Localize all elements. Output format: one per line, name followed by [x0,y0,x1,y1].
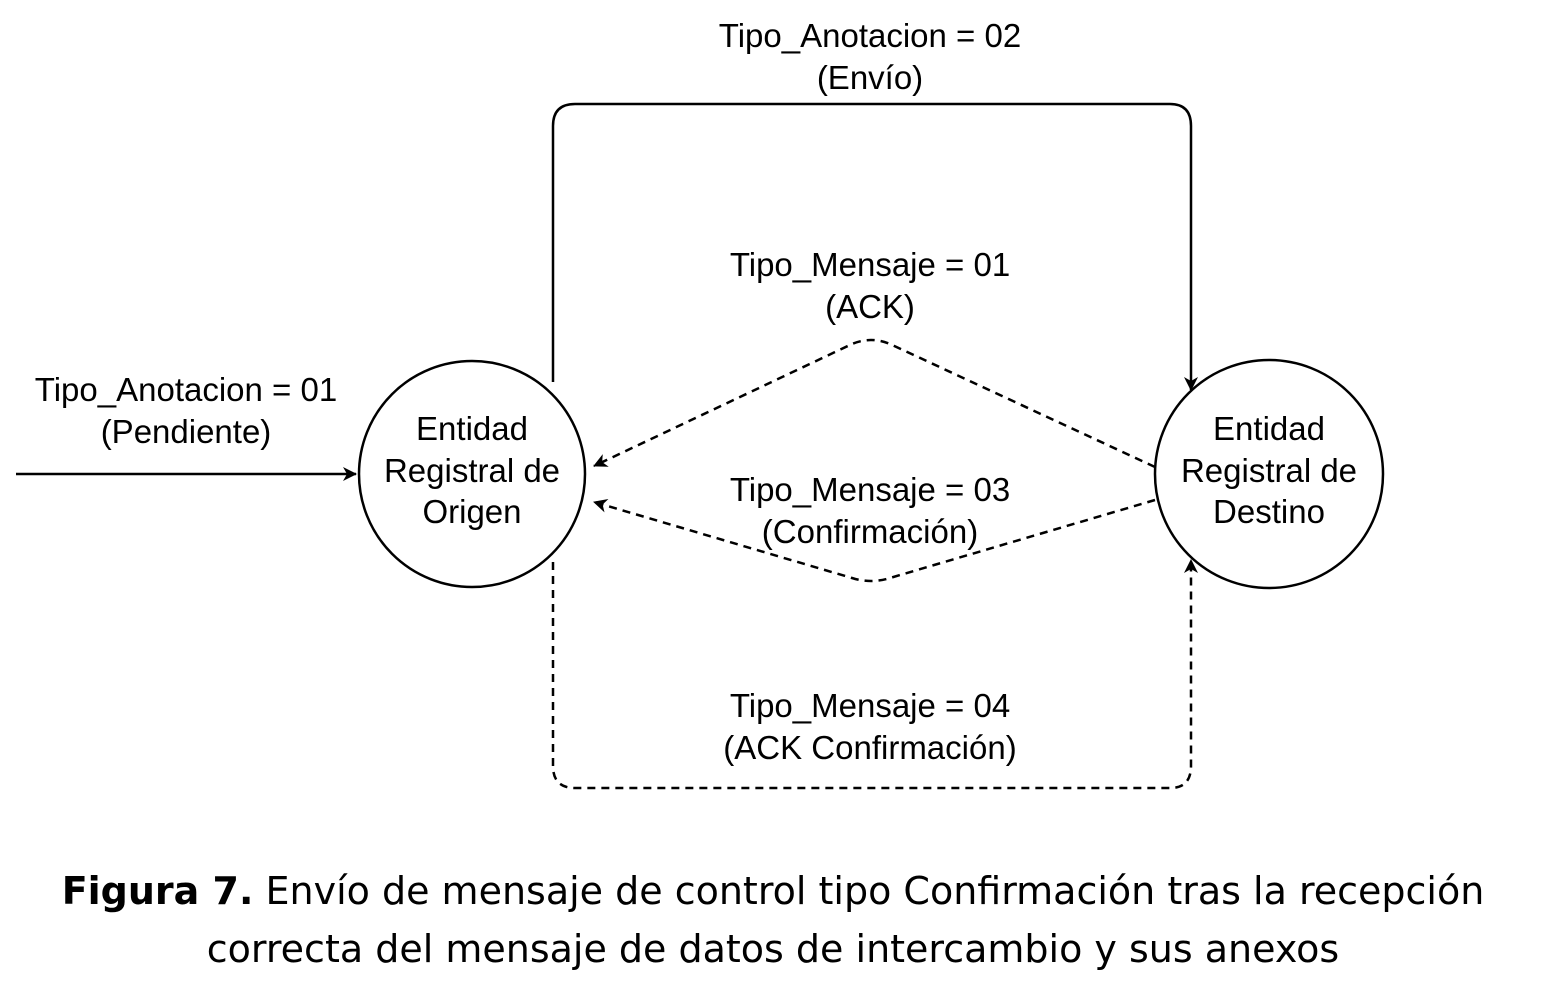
node-origen-line-3: Origen [422,493,521,530]
edge-ack-confirmacion-line [551,559,1198,790]
node-destino-line-1: Entidad [1213,410,1325,447]
node-destino-line-3: Destino [1213,493,1325,530]
node-entidad-destino: Entidad Registral de Destino [1153,358,1385,590]
caption-text-1: Envío de mensaje de control tipo Confirm… [253,869,1485,913]
node-entidad-origen: Entidad Registral de Origen [357,359,587,589]
edge-entrada-label-line-1: Tipo_Anotacion = 01 [35,371,337,408]
caption-line-2: correcta del mensaje de datos de interca… [206,927,1340,971]
edge-ack-confirmacion-label-line-2: (ACK Confirmación) [723,729,1016,766]
edge-ack-label: Tipo_Mensaje = 01 (ACK) [730,246,1010,325]
caption-line-1: Figura 7. Envío de mensaje de control ti… [0,862,1546,920]
edge-ack-line [593,338,1156,469]
figure-caption: Figura 7. Envío de mensaje de control ti… [0,862,1546,978]
edge-ack-label-line-1: Tipo_Mensaje = 01 [730,246,1010,283]
caption-figure-label: Figura 7. [61,869,254,913]
edge-ack-confirmacion-label: Tipo_Mensaje = 04 (ACK Confirmación) [723,687,1016,766]
edge-confirmacion-label-line-2: (Confirmación) [762,513,978,550]
edge-envio-label-line-1: Tipo_Anotacion = 02 [719,17,1021,54]
node-destino-line-2: Registral de [1181,452,1357,489]
edge-entrada-label: Tipo_Anotacion = 01 (Pendiente) [35,371,337,450]
state-diagram: Entidad Registral de Origen Entidad Regi… [16,17,1385,790]
edge-confirmacion-line [593,498,1156,583]
edge-envio-label-line-2: (Envío) [817,59,923,96]
edge-ack-confirmacion-label-line-1: Tipo_Mensaje = 04 [730,687,1010,724]
edge-confirmacion-label: Tipo_Mensaje = 03 (Confirmación) [730,471,1010,550]
edge-entrada-label-line-2: (Pendiente) [101,413,272,450]
node-origen-line-1: Entidad [416,410,528,447]
edge-ack-label-line-2: (ACK) [825,288,915,325]
edge-envio-label: Tipo_Anotacion = 02 (Envío) [719,17,1021,96]
edge-envio-line [551,102,1198,391]
edge-confirmacion-label-line-1: Tipo_Mensaje = 03 [730,471,1010,508]
node-origen-line-2: Registral de [384,452,560,489]
